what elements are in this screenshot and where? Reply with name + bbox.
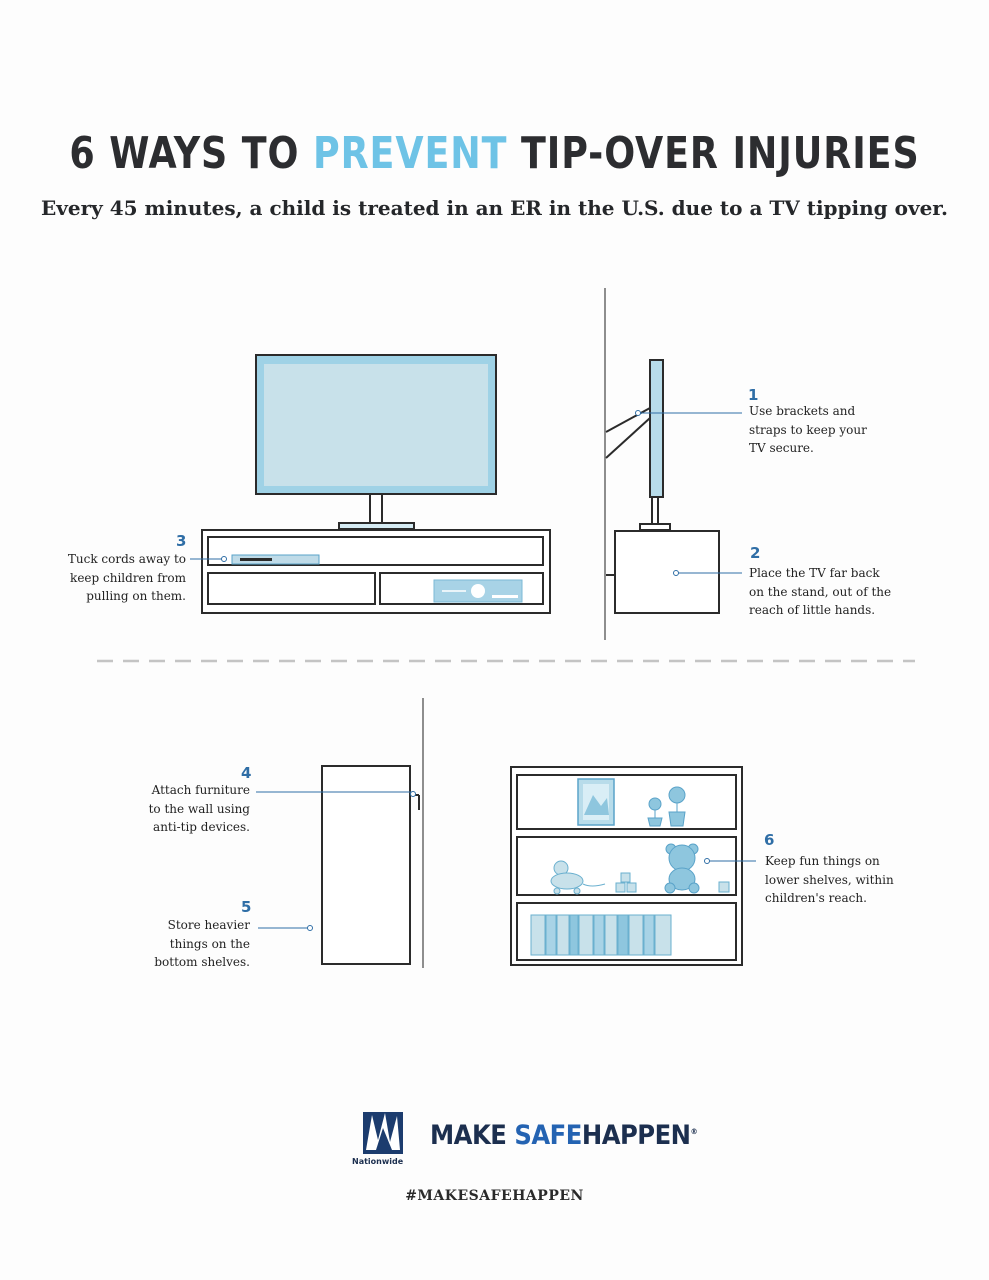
tv-side-illustration: [604, 288, 720, 640]
make-safe-happen-wordmark: MAKE SAFEHAPPEN®: [430, 1120, 698, 1151]
brand-happen: HAPPEN: [581, 1120, 691, 1151]
books-icon: [530, 914, 672, 956]
tip-2-number: 2: [750, 544, 761, 562]
tv-front-illustration: [201, 354, 551, 614]
tip-6-text: Keep fun things on lower shelves, within…: [765, 854, 894, 905]
tip-5-text: Store heavier things on the bottom shelv…: [154, 918, 250, 969]
toy-duck-icon: [550, 860, 606, 895]
teddy-bear-icon: [664, 843, 700, 894]
title-post: TIP-OVER INJURIES: [521, 128, 920, 179]
page-title: 6 WAYS TO PREVENT TIP-OVER INJURIES: [40, 128, 950, 179]
page-subtitle: Every 45 minutes, a child is treated in …: [41, 196, 948, 220]
tip-4-number: 4: [241, 764, 252, 782]
tip-5-number: 5: [241, 898, 252, 916]
tip-3-text: Tuck cords away to keep children from pu…: [67, 552, 186, 603]
title-highlight: PREVENT: [312, 128, 508, 179]
flower-pot-icon: [647, 786, 686, 827]
hashtag: #MAKESAFEHAPPEN: [405, 1188, 584, 1204]
brand-make: MAKE: [430, 1120, 507, 1151]
tip-3-number: 3: [176, 532, 187, 550]
registered-mark: ®: [690, 1127, 698, 1136]
picture-frame-icon: [577, 778, 615, 826]
tip-1-number: 1: [748, 386, 759, 404]
nationwide-label: Nationwide: [352, 1157, 404, 1166]
dresser-side-illustration: [321, 698, 424, 968]
title-pre: 6 WAYS TO: [69, 128, 300, 179]
brand-safe: SAFE: [514, 1120, 582, 1151]
tip-2-text: Place the TV far back on the stand, out …: [749, 566, 892, 617]
tip-6-number: 6: [764, 831, 775, 849]
toy-blocks-icon: [615, 872, 730, 893]
tip-4-text: Attach furniture to the wall using anti-…: [148, 783, 250, 834]
nationwide-eagle-logo: [363, 1112, 403, 1154]
tip-1-text: Use brackets and straps to keep your TV …: [749, 404, 867, 455]
